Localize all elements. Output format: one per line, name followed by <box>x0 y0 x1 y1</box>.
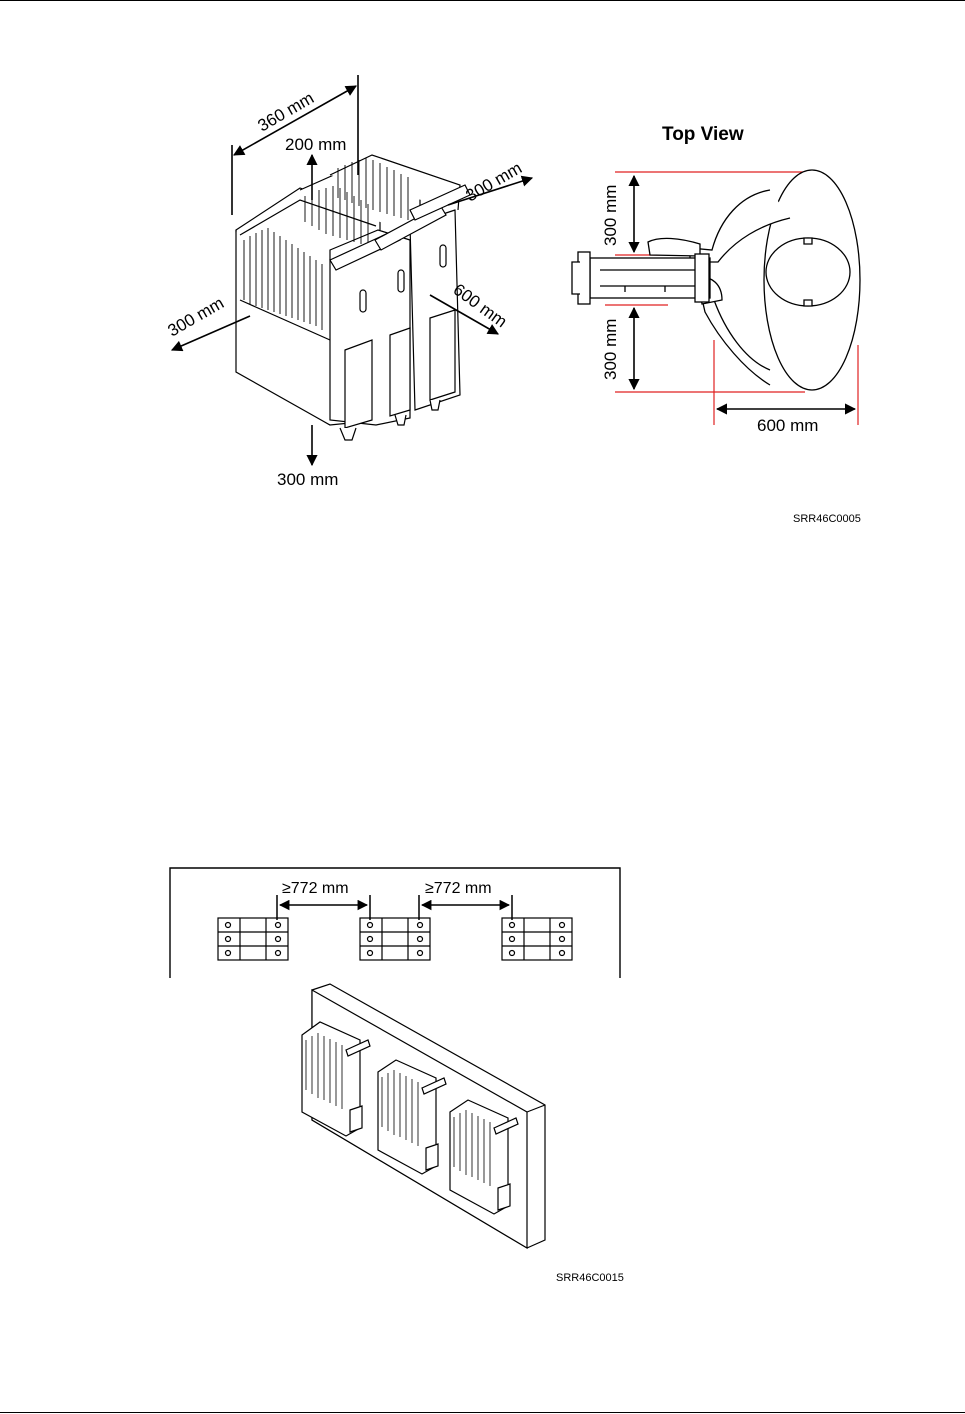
label-tv-front-600: 600 mm <box>757 416 818 435</box>
label-tv-upper-300: 300 mm <box>601 185 620 246</box>
label-right-300: 300 mm <box>463 158 526 205</box>
label-left-300: 300 mm <box>165 293 228 340</box>
spacing-labels: ≥772 mm ≥772 mm <box>282 880 492 897</box>
top-view-title: Top View <box>662 124 744 145</box>
plan-module-2 <box>360 918 430 960</box>
label-top-200: 200 mm <box>285 135 346 154</box>
label-spacing-right: ≥772 mm <box>425 880 492 897</box>
footer-rule <box>0 1412 965 1413</box>
label-tv-lower-300: 300 mm <box>601 319 620 380</box>
figure2-code: SRR46C0015 <box>556 1272 624 1284</box>
plan-module-3 <box>502 918 572 960</box>
label-spacing-left: ≥772 mm <box>282 880 349 897</box>
figure1-code: SRR46C0005 <box>793 513 861 525</box>
spacing-plan-modules <box>218 918 572 960</box>
label-bottom-300: 300 mm <box>277 470 338 489</box>
plan-module-1 <box>218 918 288 960</box>
spacing-arrows <box>277 895 512 920</box>
label-depth-360: 360 mm <box>255 88 318 135</box>
wall-mount-drawing <box>302 984 545 1248</box>
